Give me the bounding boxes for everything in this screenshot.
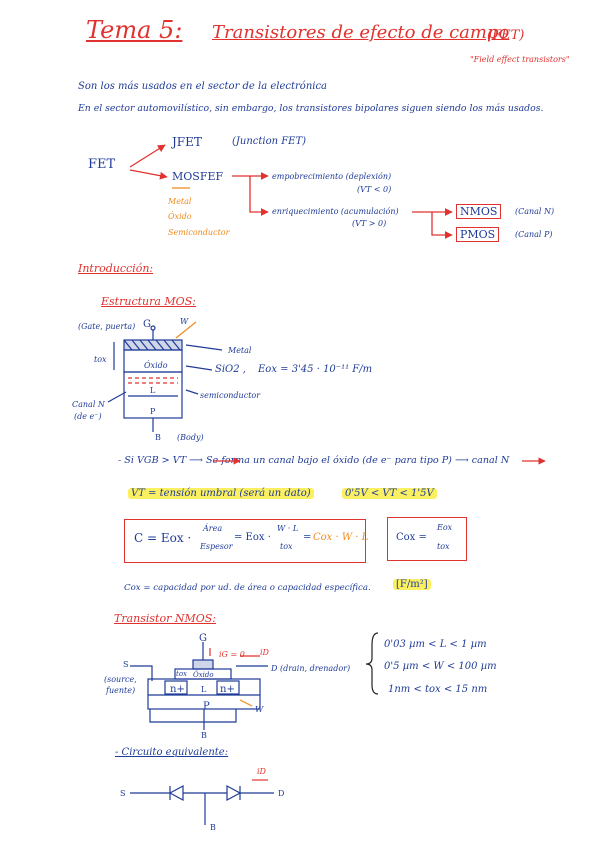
mos-structure: [107, 321, 223, 432]
formula-c-eq3: =: [303, 532, 312, 543]
range-tox: 1nm < tox < 15 nm: [388, 684, 488, 695]
cox-units: [F/m²]: [393, 579, 431, 590]
mos-letter-oxido: Óxido: [168, 212, 192, 221]
formula-cox-num: Eox: [437, 523, 453, 532]
title-abbr: (FET): [487, 28, 525, 43]
tree-pmos: PMOS: [456, 227, 500, 242]
formula-c-wl: W · L: [277, 524, 299, 533]
ranges-brace: [365, 632, 379, 695]
formula-c-espesor: Espesor: [200, 542, 233, 551]
tox-label: tox: [94, 355, 107, 364]
circuito-id: iD: [257, 767, 266, 776]
canal-label: Canal N: [72, 400, 105, 409]
tree-pmos-note: (Canal P): [515, 230, 553, 239]
condition-line: - Si VGB > VT ⟶ Se forma un canal bajo e…: [118, 455, 510, 466]
eox-label: Eox = 3'45 · 10⁻¹¹ F/m: [258, 364, 373, 375]
nmos-n2: n+: [220, 684, 235, 695]
intro-line-2: En el sector automovilístico, sin embarg…: [78, 103, 544, 114]
w-label: W: [180, 317, 189, 326]
formula-c-start: C = Eox ·: [134, 531, 192, 545]
nmos-d: D (drain, drenador): [271, 664, 351, 673]
nmos-l: L: [201, 685, 207, 694]
nmos-structure: [130, 642, 268, 730]
gate-label: G: [143, 319, 151, 330]
tree-root: FET: [88, 157, 116, 172]
p-label: P: [150, 407, 156, 416]
estructura-heading: Estructura MOS:: [101, 295, 196, 308]
nmos-g: G: [199, 633, 207, 644]
tree-empob-cond: (VT < 0): [357, 185, 392, 194]
tree-nmos: NMOS: [456, 204, 502, 219]
mos-letter-semiconductor: Semiconductor: [168, 228, 230, 237]
arrow-fet-mosfet: [129, 169, 168, 180]
body-label: (Body): [177, 433, 204, 442]
nmos-tox: tox: [176, 670, 187, 678]
formula-cox-den: tox: [437, 542, 450, 551]
vt-range: 0'5V < VT < 1'5V: [342, 488, 437, 499]
oxido-label: Óxido: [144, 361, 168, 370]
canal-label-2: (de e⁻): [74, 412, 102, 421]
formula-c-tox: tox: [280, 542, 293, 551]
tree-empob: empobrecimiento (deplexión): [272, 172, 392, 181]
metal-label: Metal: [228, 346, 252, 355]
gate-note: (Gate, puerta): [78, 322, 136, 331]
nmos-s: S: [123, 660, 129, 669]
formula-c-eq2: = Eox ·: [234, 532, 271, 543]
nmos-source: (source,: [104, 675, 137, 684]
nmos-p: P: [203, 701, 210, 712]
circuito-s: S: [120, 789, 126, 798]
arrow-mosfet-enriq: [249, 176, 269, 216]
tree-nmos-note: (Canal N): [515, 207, 555, 216]
nmos-b: B: [201, 731, 207, 740]
sio2-label: SiO2 ,: [215, 364, 246, 375]
intro-line-1: Son los más usados en el sector de la el…: [78, 81, 328, 92]
nmos-source-2: fuente): [106, 686, 136, 695]
circuito-d: D: [278, 789, 285, 798]
circuito-heading: - Circuito equivalente:: [115, 747, 229, 758]
arrow-enriq-pmos: [431, 212, 453, 239]
equivalent-circuit: [130, 779, 274, 825]
cox-definition: Cox = capacidad por ud. de área o capaci…: [124, 583, 371, 593]
mos-letter-metal: Metal: [168, 197, 192, 206]
circuito-b: B: [210, 823, 216, 832]
formula-c-area: Área: [203, 524, 223, 533]
nmos-oxido: Óxido: [193, 671, 214, 679]
vt-definition: VT = tensión umbral (será un dato): [128, 488, 314, 499]
tree-jfet-note: (Junction FET): [232, 136, 307, 147]
tree-mosfet: MOSFEF: [172, 170, 224, 183]
range-l: 0'03 µm < L < 1 µm: [384, 639, 487, 650]
formula-c-box: [124, 519, 366, 563]
nmos-n1: n+: [170, 684, 185, 695]
nmos-id: iD: [260, 648, 269, 657]
formula-cox-lhs: Cox =: [396, 532, 427, 543]
tree-enriq: enriquecimiento (acumulación): [272, 207, 399, 216]
title-tema: Tema 5:: [86, 16, 183, 44]
formula-cox-box: [387, 517, 467, 561]
nmos-heading: Transistor NMOS:: [114, 612, 216, 625]
semiconductor-label: semiconductor: [200, 391, 261, 400]
tree-enriq-cond: (VT > 0): [352, 219, 387, 228]
title-topic: Transistores de efecto de campo: [212, 22, 510, 43]
section-introduccion: Introducción:: [78, 262, 154, 275]
formula-c-cox: Cox · W · L: [313, 532, 369, 543]
range-w: 0'5 µm < W < 100 µm: [384, 661, 497, 672]
l-label: L: [150, 386, 156, 395]
title-english: "Field effect transistors": [470, 55, 570, 64]
b-label: B: [155, 433, 161, 442]
tree-jfet: JFET: [172, 135, 202, 149]
nmos-ig: iG = 0: [219, 650, 245, 659]
arrow-fet-jfet: [129, 144, 166, 168]
